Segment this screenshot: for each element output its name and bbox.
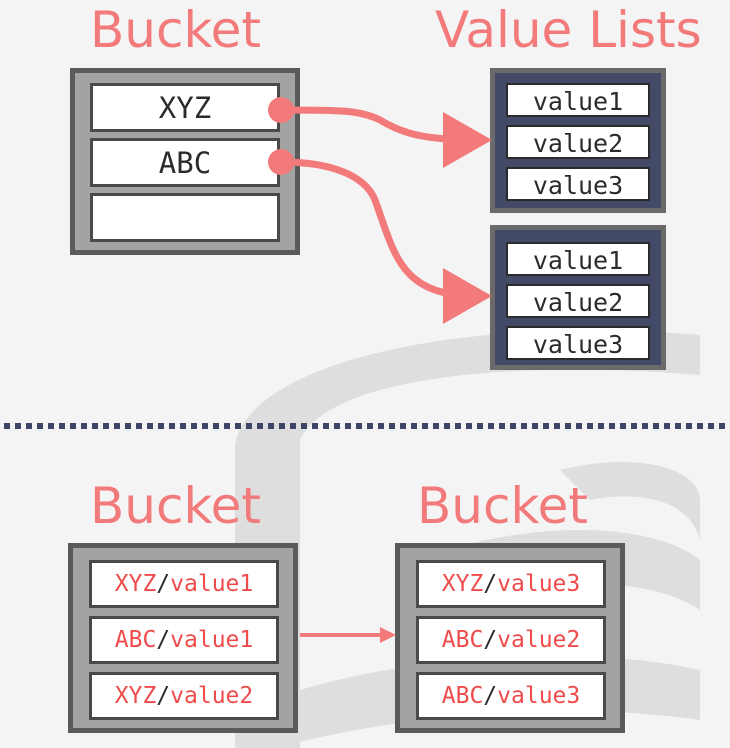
bucket-slot-xyz: XYZ	[90, 83, 280, 132]
entry-value: value1	[170, 571, 254, 597]
entry-separator: /	[156, 627, 171, 653]
bucket-entry: XYZ/value1	[89, 560, 279, 608]
right-bucket: XYZ/value3 ABC/value2 ABC/value3	[395, 543, 625, 733]
bucket-slot-label: ABC	[158, 145, 212, 180]
value-list-1: value1 value2 value3	[490, 68, 666, 213]
bucket-entry: ABC/value3	[416, 672, 606, 720]
entry-key: ABC	[441, 627, 484, 653]
value-list-item: value2	[506, 125, 650, 159]
value-list-item: value3	[506, 167, 650, 201]
bucket-entry: XYZ/value3	[416, 560, 606, 608]
entry-value: value1	[170, 627, 254, 653]
bucket-entry: XYZ/value2	[89, 672, 279, 720]
bucket-slot-label: XYZ	[158, 90, 212, 125]
entry-separator: /	[156, 683, 171, 709]
entry-value: value3	[497, 571, 581, 597]
entry-key: XYZ	[441, 571, 484, 597]
value-lists-heading: Value Lists	[435, 1, 702, 59]
pointer-abc-arrow	[268, 149, 492, 324]
entry-separator: /	[483, 627, 498, 653]
value-list-item: value3	[506, 326, 650, 360]
right-bucket-heading: Bucket	[417, 477, 589, 535]
entry-separator: /	[483, 683, 498, 709]
value-list-2: value1 value2 value3	[490, 225, 666, 370]
section-divider	[4, 423, 728, 429]
bucket-entry: ABC/value1	[89, 616, 279, 664]
entry-separator: /	[156, 571, 171, 597]
overflow-arrow	[300, 627, 396, 643]
value-list-item: value2	[506, 284, 650, 318]
value-list-item: value1	[506, 242, 650, 276]
value-list-item: value1	[506, 83, 650, 117]
entry-value: value2	[497, 627, 581, 653]
hash-bucket: XYZ ABC	[70, 68, 300, 255]
entry-value: value3	[497, 683, 581, 709]
entry-key: XYZ	[114, 683, 157, 709]
entry-key: ABC	[114, 627, 157, 653]
bucket-slot-empty	[90, 193, 280, 242]
entry-key: XYZ	[114, 571, 157, 597]
entry-key: ABC	[441, 683, 484, 709]
bucket-slot-abc: ABC	[90, 138, 280, 187]
entry-value: value2	[170, 683, 254, 709]
bucket-entry: ABC/value2	[416, 616, 606, 664]
pointer-xyz-arrow	[268, 97, 492, 168]
left-bucket: XYZ/value1 ABC/value1 XYZ/value2	[68, 543, 298, 733]
left-bucket-heading: Bucket	[90, 477, 262, 535]
bucket-heading: Bucket	[90, 1, 262, 59]
entry-separator: /	[483, 571, 498, 597]
